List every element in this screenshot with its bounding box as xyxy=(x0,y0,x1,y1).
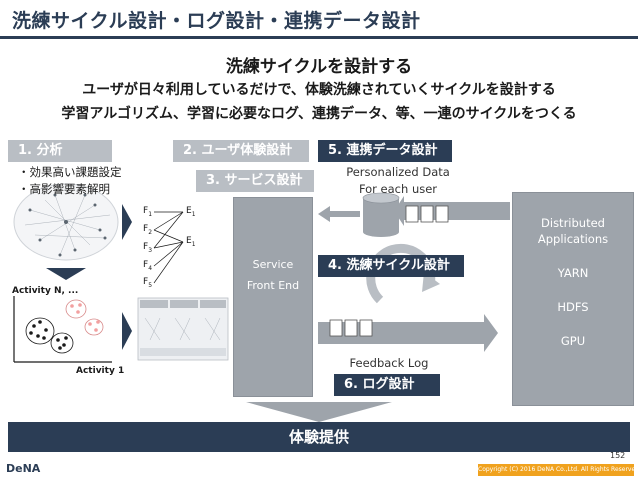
dena-logo: DeNA xyxy=(6,462,41,475)
title-divider xyxy=(0,36,638,39)
analysis-bullet: ・高影響要素解明 xyxy=(18,182,110,196)
factor-label: F1 xyxy=(143,206,153,218)
for-each-user-label: For each user xyxy=(358,182,438,196)
applications-label: Applications xyxy=(537,232,609,246)
db-to-service-arrow xyxy=(318,206,360,222)
scatter-x-label: Activity 1 xyxy=(76,366,125,376)
scatter-plot-graphic xyxy=(13,296,112,363)
scatter-y-label: Activity N, ... xyxy=(12,286,79,296)
title-bar: 洗練サイクル設計・ログ設計・連携データ設計 xyxy=(0,0,638,36)
effect-label: E1 xyxy=(186,206,196,218)
feedback-log-label: Feedback Log xyxy=(349,356,429,370)
database-icon xyxy=(362,192,400,237)
factor-label: F4 xyxy=(143,260,153,272)
feedback-log-docs xyxy=(329,319,373,337)
effect-label: E1 xyxy=(186,236,196,248)
right-arrow-lower xyxy=(122,312,132,350)
experience-down-arrow xyxy=(246,402,392,422)
main-heading: 洗練サイクルを設計する xyxy=(225,57,413,77)
factor-label: F2 xyxy=(143,224,153,236)
subheading-line-1: ユーザが日々利用しているだけで、体験洗練されていくサイクルを設計する xyxy=(82,82,556,98)
yarn-label: YARN xyxy=(557,266,589,280)
personalized-data-docs xyxy=(405,205,449,223)
tag-log-design: 6. ログ設計 xyxy=(334,374,440,396)
personalized-data-label: Personalized Data xyxy=(346,165,450,179)
factor-edges xyxy=(153,211,184,284)
tag-service-design: 3. サービス設計 xyxy=(196,170,314,192)
distributed-label: Distributed xyxy=(541,216,605,230)
experience-delivery-band: 体験提供 xyxy=(8,422,630,452)
copyright-notice: Copyright (C) 2016 DeNA Co.,Ltd. All Rig… xyxy=(478,464,638,476)
right-arrow-upper xyxy=(122,204,132,240)
layer-diagram-graphic xyxy=(137,297,229,361)
tag-linked-data-design: 5. 連携データ設計 xyxy=(318,140,452,162)
distributed-applications-box xyxy=(512,192,634,406)
tag-refine-cycle-design: 4. 洗練サイクル設計 xyxy=(318,255,464,277)
tag-analysis: 1. 分析 xyxy=(8,140,112,162)
analysis-bullet: ・効果高い課題設定 xyxy=(18,165,122,179)
factor-label: F3 xyxy=(143,242,153,254)
network-cloud-graphic xyxy=(13,183,119,261)
tag-ux-design: 2. ユーザ体験設計 xyxy=(173,140,309,162)
page-title: 洗練サイクル設計・ログ設計・連携データ設計 xyxy=(12,10,421,32)
front-end-label: Front End xyxy=(246,279,300,292)
gpu-label: GPU xyxy=(560,334,586,348)
service-label: Service xyxy=(252,258,294,271)
factor-label: F5 xyxy=(143,277,153,289)
hdfs-label: HDFS xyxy=(557,300,589,314)
service-front-end-box xyxy=(233,197,313,397)
subheading-line-2: 学習アルゴリズム、学習に必要なログ、連携データ、等、一連のサイクルをつくる xyxy=(61,106,577,122)
down-arrow xyxy=(46,268,86,280)
page-number: 152 xyxy=(610,451,626,460)
